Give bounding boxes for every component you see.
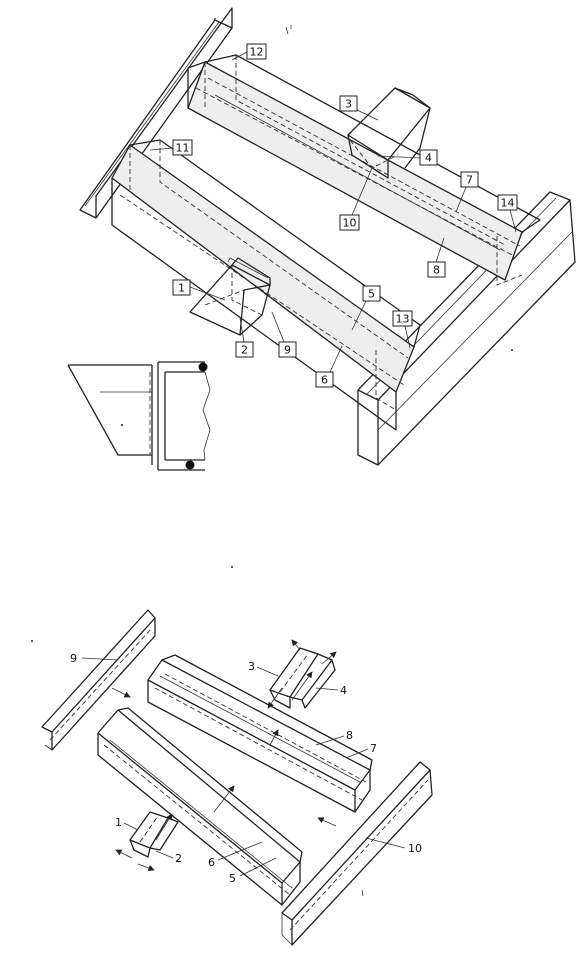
callout-8-label: 8 — [433, 264, 440, 277]
callout-1: 1 — [172, 279, 226, 301]
callout-6-label: 6 — [321, 374, 328, 387]
callout-2: 2 — [235, 317, 254, 358]
callout-6: 6 — [315, 345, 343, 388]
callout-13-label: 13 — [396, 313, 410, 326]
callout-14: 14 — [497, 194, 518, 233]
lower-cross-member — [111, 139, 421, 431]
label-3: 3 — [248, 660, 255, 673]
part-9-left-rail — [41, 609, 156, 751]
callout-8: 8 — [427, 237, 446, 278]
label-8: 8 — [346, 729, 353, 742]
assembled-callouts: 12 3 11 4 7 14 10 8 1 5 13 2 9 6 — [149, 43, 518, 388]
callout-10-label: 10 — [343, 217, 357, 230]
label-10: 10 — [408, 842, 422, 855]
callout-14-label: 14 — [501, 197, 515, 210]
callout-7-label: 7 — [466, 174, 473, 187]
callout-11: 11 — [149, 139, 193, 156]
part-1-2-bracket — [129, 811, 179, 858]
callout-12: 12 — [231, 43, 267, 61]
callout-5: 5 — [351, 285, 381, 331]
label-1: 1 — [115, 816, 122, 829]
upper-bracket — [347, 87, 431, 179]
part-3-4-bracket — [269, 647, 336, 709]
lower-bracket — [189, 257, 271, 336]
section-detail — [67, 361, 211, 471]
label-9: 9 — [70, 652, 77, 665]
label-6: 6 — [208, 856, 215, 869]
upper-cross-member — [187, 54, 541, 286]
label-7: 7 — [370, 742, 377, 755]
callout-10: 10 — [339, 167, 373, 231]
callout-7: 7 — [455, 171, 479, 213]
callout-13: 13 — [392, 310, 413, 349]
assembly-arrows — [111, 639, 337, 872]
assembled-view — [67, 7, 576, 568]
callout-3-label: 3 — [345, 98, 352, 111]
callout-1-label: 1 — [178, 282, 185, 295]
callout-2-label: 2 — [241, 344, 248, 357]
callout-9-label: 9 — [284, 344, 291, 357]
callout-5-label: 5 — [368, 288, 375, 301]
callout-11-label: 11 — [176, 142, 190, 155]
label-5: 5 — [229, 872, 236, 885]
callout-3: 3 — [339, 95, 379, 121]
label-4: 4 — [340, 684, 347, 697]
exploded-labels: 9 3 4 8 7 1 2 10 6 5 — [70, 652, 422, 885]
part-5-6-lower-member — [97, 707, 303, 906]
left-side-rail — [79, 7, 233, 219]
part-10-right-rail — [281, 761, 433, 946]
part-7-8-upper-member — [147, 654, 373, 813]
callout-9: 9 — [271, 311, 297, 358]
callout-4-label: 4 — [425, 152, 432, 165]
exploded-view — [31, 609, 433, 946]
callout-4: 4 — [377, 149, 438, 166]
label-2: 2 — [175, 852, 182, 865]
callout-12-label: 12 — [250, 46, 264, 59]
